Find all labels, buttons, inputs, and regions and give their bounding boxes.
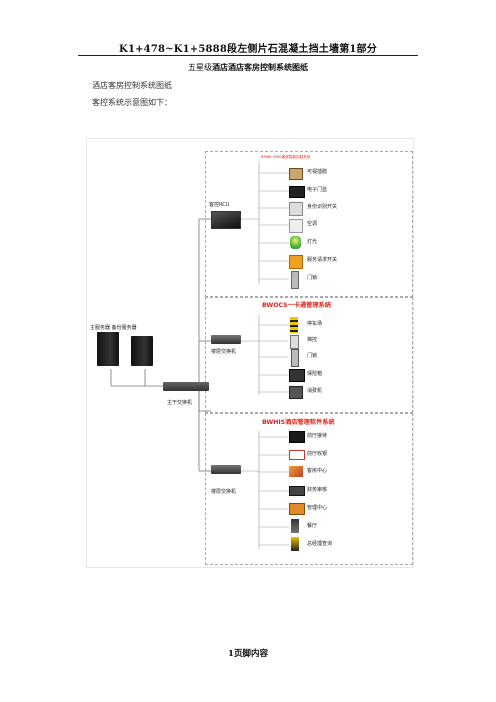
group3-item: 客房中心 — [307, 468, 328, 474]
rcu-icon — [211, 211, 241, 229]
group3-item: 餐厅 — [307, 523, 318, 529]
group1-item: 服务请求开关 — [307, 257, 338, 263]
cashier-icon — [289, 450, 305, 460]
group2-item: 停车场 — [307, 321, 323, 327]
backup-server-icon — [131, 336, 153, 366]
main-switch-icon — [163, 382, 209, 391]
page-header: K1+478~K1+5888段左侧片石混凝土挡土墙第1部分 — [119, 44, 377, 55]
gm-query-icon — [291, 537, 299, 551]
safe-box-icon — [289, 369, 305, 382]
group3-item: 管理中心 — [307, 505, 328, 511]
floor-switch-2-label: 楼层交换机 — [211, 489, 237, 495]
finance-icon — [289, 486, 305, 496]
group3-box — [205, 413, 413, 565]
light-icon — [290, 236, 301, 249]
group1-box — [205, 151, 413, 297]
floor-switch-2-icon — [211, 465, 241, 474]
card-slot-icon — [289, 168, 303, 180]
parking-icon — [290, 317, 298, 333]
group2-title: BWOCS一卡通管理系统 — [262, 302, 331, 309]
group1-item: 空调 — [307, 221, 318, 227]
group2-item: 保险箱 — [307, 371, 323, 377]
restaurant-icon — [291, 519, 299, 533]
group3-item: 总经理查询 — [307, 541, 333, 547]
group1-item: 可视插戳 — [307, 169, 328, 175]
door-lock-icon — [291, 271, 299, 289]
group2-item: 消费机 — [307, 388, 323, 394]
servers-label: 主服务器 备份服务器 — [90, 325, 137, 331]
front-desk-icon — [289, 431, 305, 443]
group1-item: 门锁 — [307, 275, 318, 281]
system-diagram: BMHK-3000客房智能控制系统 BWOCS一卡通管理系统 BWHIS酒店管理… — [86, 138, 414, 568]
main-switch-label: 主干交换机 — [167, 400, 193, 406]
body-line-2: 客控系统示意图如下： — [92, 98, 172, 107]
diagram-lines — [110, 161, 289, 549]
ac-panel-icon — [289, 219, 303, 233]
group1-title: BMHK-3000客房智能控制系统 — [261, 155, 311, 159]
group2-item: 梯控 — [307, 337, 318, 343]
door-lock-2-icon — [291, 349, 299, 367]
rcu-label: 客控RCU — [209, 202, 230, 208]
floor-switch-1-label: 楼层交换机 — [211, 349, 237, 355]
page-footer: 1页脚内容 — [228, 649, 268, 659]
group2-box — [205, 297, 413, 413]
main-server-icon — [97, 332, 119, 366]
elevator-control-icon — [290, 335, 299, 349]
group3-item: 财务审核 — [307, 487, 328, 493]
body-line-1: 酒店客房控制系统图纸 — [92, 81, 172, 90]
document-title: 五星级酒店酒店客房控制系统图纸 — [0, 62, 496, 73]
title-prefix: 五星级 — [188, 63, 212, 72]
group1-item: 身份识别开关 — [307, 204, 338, 210]
group2-item: 门锁 — [307, 353, 318, 359]
management-icon — [289, 503, 305, 515]
pos-machine-icon — [289, 386, 303, 399]
title-bold: 酒店酒店客房控制系统图纸 — [212, 62, 308, 72]
group3-title: BWHIS酒店管理软件系统 — [262, 419, 335, 426]
id-switch-icon — [289, 202, 303, 216]
housekeeping-icon — [289, 466, 303, 477]
header-rule — [78, 55, 418, 56]
group1-item: 电子门显 — [307, 187, 328, 193]
floor-switch-1-icon — [211, 335, 241, 344]
group3-item: 前厅接待 — [307, 433, 328, 439]
service-request-icon — [289, 255, 303, 269]
door-display-icon — [289, 186, 305, 198]
group3-item: 前厅收银 — [307, 451, 328, 457]
group1-item: 灯光 — [307, 239, 318, 245]
